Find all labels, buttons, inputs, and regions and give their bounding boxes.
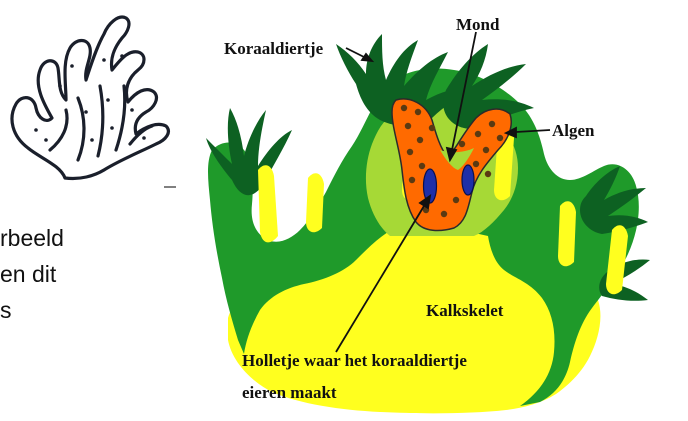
label-cavity-line2: eieren maakt: [242, 383, 337, 402]
side-text-line-2: en dit: [0, 263, 56, 286]
egg-cavity-right: [462, 165, 474, 195]
label-algae: Algen: [552, 121, 595, 140]
label-cavity-line1: Holletje waar het koraaldiertje: [242, 351, 467, 370]
side-text-line-3: s: [0, 299, 12, 322]
side-text-line-1: rbeeld: [0, 227, 64, 250]
coral-branch-icon: [12, 17, 168, 178]
label-polyp: Koraaldiertje: [224, 39, 324, 58]
label-skeleton: Kalkskelet: [426, 301, 504, 320]
label-mouth: Mond: [456, 15, 500, 34]
